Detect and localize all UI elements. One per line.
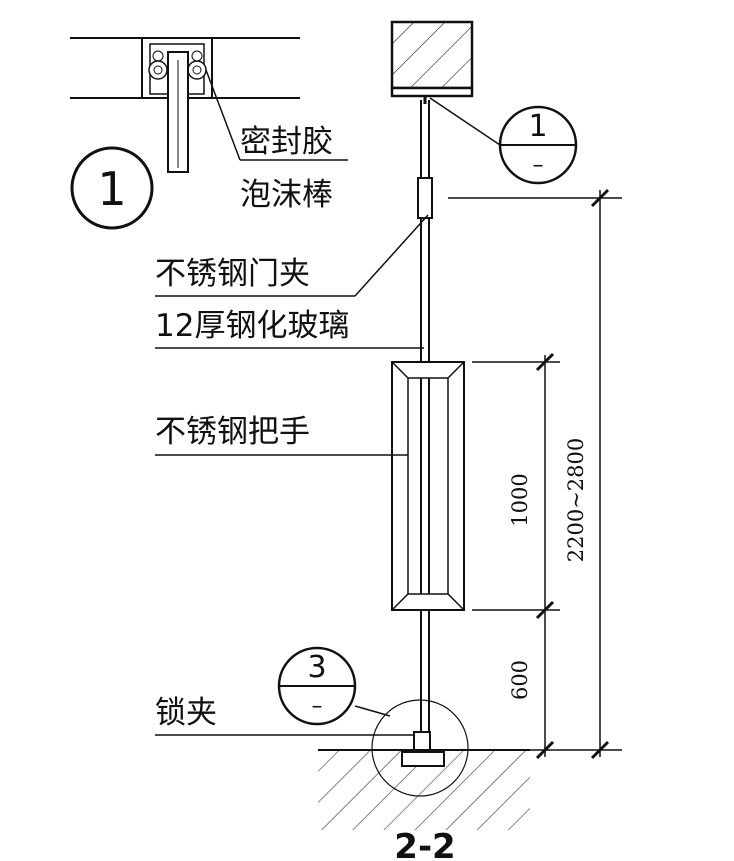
callout-1-sheet: –: [533, 153, 544, 178]
callout-3-number: 3: [307, 650, 326, 685]
dim-handle-height: 1000: [508, 473, 532, 526]
dim-handle-offset: 600: [508, 660, 532, 700]
handle-graphic: [391, 361, 465, 611]
callout-1-number: 1: [528, 109, 547, 144]
label-lock-clamp: 锁夹: [155, 695, 217, 731]
detail-1-inset: 密封胶 泡沫棒 1: [70, 37, 348, 230]
lock-clamp-graphic: [413, 731, 431, 751]
callout-1: 1 –: [498, 105, 578, 185]
callout-3: 3 –: [277, 646, 357, 726]
section-title: 2-2: [394, 827, 455, 861]
door-clamp-graphic: [417, 177, 433, 219]
dimensions: 1000 600 2200~2800: [448, 188, 622, 760]
label-door-clamp: 不锈钢门夹: [155, 256, 310, 292]
label-glass: 12厚钢化玻璃: [155, 308, 349, 344]
label-foam-rod: 泡沫棒: [240, 177, 333, 213]
label-sealant: 密封胶: [240, 124, 333, 160]
floor: [318, 699, 530, 830]
detail-marker-circle: [70, 146, 154, 230]
leader-lines: [155, 97, 501, 736]
label-handle: 不锈钢把手: [155, 414, 310, 450]
callout-3-sheet: –: [312, 694, 323, 719]
floor-lock-block: [401, 751, 445, 767]
ceiling-beam: [390, 20, 474, 104]
detail-3-circle: [371, 699, 469, 797]
dim-door-height: 2200~2800: [564, 438, 588, 562]
detail-marker-number: 1: [97, 162, 126, 216]
